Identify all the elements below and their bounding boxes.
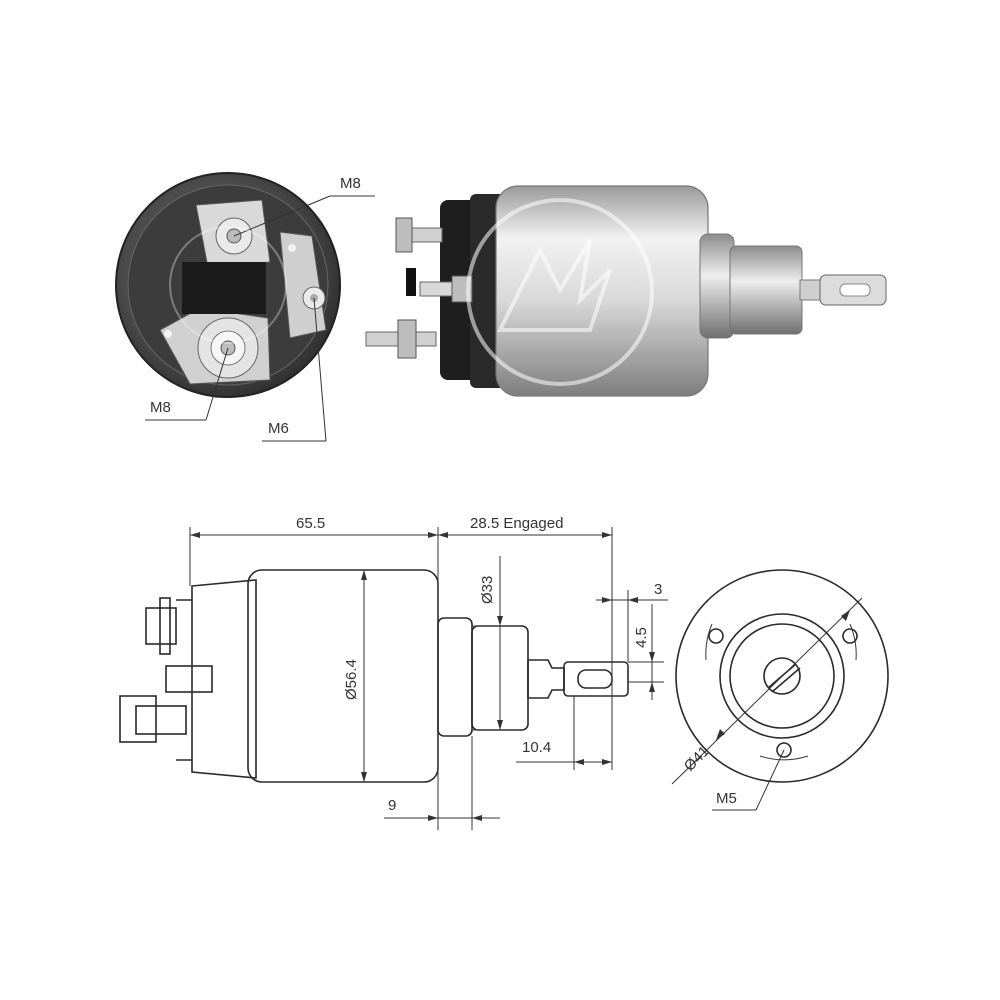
dimension-lines-side: 65.5 28.5 Engaged Ø56.4 Ø33 9 10.4 3: [189, 515, 668, 830]
label-mount-thread: M5: [716, 790, 737, 807]
dim-engaged-travel: 28.5 Engaged: [470, 515, 563, 532]
drawing-side-view: [119, 569, 629, 783]
photo-end-view: [115, 172, 341, 398]
dim-slot-width: 3: [654, 581, 662, 598]
label-top-terminal: M8: [340, 175, 361, 192]
dim-nose-diameter: Ø33: [479, 576, 496, 604]
label-small-terminal: M6: [268, 420, 289, 437]
dimension-lines-front: Ø41 M5: [671, 597, 863, 811]
drawing-front-view: [675, 569, 889, 783]
dim-flange-step: 9: [388, 797, 396, 814]
watermark-logo-icon: [169, 198, 654, 386]
dim-slot-height: 4.5: [633, 627, 650, 648]
dim-body-length: 65.5: [296, 515, 325, 532]
photo-callouts: M8 M8 M6: [145, 175, 375, 442]
dim-body-diameter: Ø56.4: [343, 659, 360, 700]
label-bottom-terminal: M8: [150, 399, 171, 416]
photo-side-view: [365, 185, 887, 397]
dim-plunger-offset: 10.4: [522, 739, 551, 756]
